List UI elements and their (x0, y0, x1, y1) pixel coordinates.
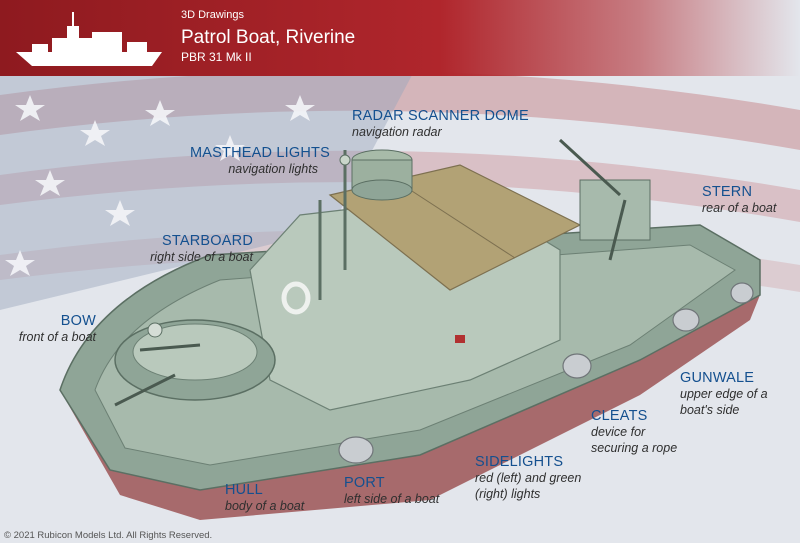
title-banner: 3D Drawings Patrol Boat, Riverine PBR 31… (0, 0, 800, 76)
page-title: Patrol Boat, Riverine (181, 27, 356, 48)
label-radar-scanner-dome: RADAR SCANNER DOME navigation radar (352, 108, 529, 139)
hull-shape (60, 295, 760, 520)
label-hull: HULL body of a boat (225, 482, 305, 513)
label-cleats: CLEATS device for securing a rope (591, 408, 678, 455)
flag-stars (5, 95, 315, 276)
copyright-notice: © 2021 Rubicon Models Ltd. All Rights Re… (4, 530, 213, 541)
fenders (338, 282, 754, 464)
model-subtitle: PBR 31 Mk II (181, 50, 252, 64)
boat-silhouette-icon (16, 12, 162, 66)
label-stern: STERN rear of a boat (702, 184, 777, 215)
label-gunwale: GUNWALE upper edge of a boat's side (680, 370, 768, 417)
label-sidelights: SIDELIGHTS red (left) and green (right) … (475, 454, 582, 501)
label-starboard: STARBOARD right side of a boat (150, 233, 253, 264)
category-label: 3D Drawings (181, 9, 244, 21)
label-bow: BOW front of a boat (18, 313, 96, 344)
label-port: PORT left side of a boat (344, 475, 440, 506)
label-masthead-lights: MASTHEAD LIGHTS navigation lights (190, 145, 330, 176)
